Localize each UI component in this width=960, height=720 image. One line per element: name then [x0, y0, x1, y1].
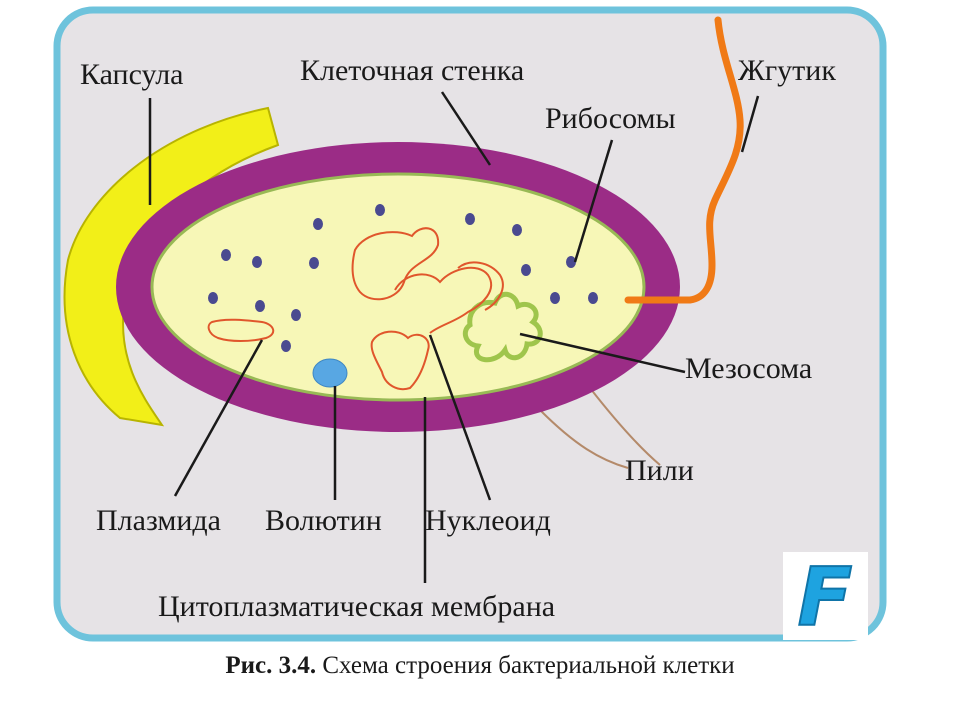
ribosome-dot — [465, 213, 475, 225]
ribosome-dot — [255, 300, 265, 312]
ribosome-dot — [566, 256, 576, 268]
label-membrane: Цитоплазматическая мембрана — [158, 590, 556, 623]
ribosome-dot — [281, 340, 291, 352]
nucleoid-shape — [351, 227, 440, 301]
ribosome-group — [208, 204, 598, 352]
label-ribosomes: Рибосомы — [545, 102, 676, 135]
ribosome-dot — [309, 257, 319, 269]
leader-line-nucleoid — [428, 334, 492, 501]
ribosome-dot — [550, 292, 560, 304]
label-flagellum: Жгутик — [738, 54, 836, 87]
leader-lines — [148, 91, 760, 583]
pili-shape — [589, 387, 661, 466]
caption-prefix: Рис. 3.4. — [225, 652, 317, 679]
label-cell-wall: Клеточная стенка — [300, 54, 525, 87]
label-volutin: Волютин — [265, 504, 382, 537]
ribosome-dot — [588, 292, 598, 304]
plasmid-shape — [207, 318, 275, 342]
pili-shape — [539, 409, 629, 469]
leader-line-cell-wall — [440, 91, 492, 166]
leader-line-mesosome — [519, 332, 686, 374]
logo-box — [783, 552, 868, 640]
ribosome-dot — [375, 204, 385, 216]
label-plasmid: Плазмида — [96, 504, 221, 537]
ribosome-dot — [221, 249, 231, 261]
flagellum-shape — [624, 16, 744, 304]
leader-line-plasmid — [173, 339, 264, 497]
volutin-granule — [312, 358, 348, 388]
nucleoid-shape — [457, 261, 504, 311]
nucleoid-shape — [394, 266, 493, 334]
nucleoid-shape — [370, 330, 430, 391]
ribosome-dot — [521, 264, 531, 276]
label-pili: Пили — [625, 454, 694, 487]
caption-text: Схема строения бактериальной клетки — [316, 652, 735, 679]
figure-caption: Рис. 3.4. Схема строения бактериальной к… — [0, 652, 960, 680]
ribosome-dot — [512, 224, 522, 236]
label-nucleoid: Нуклеоид — [425, 504, 551, 537]
leader-line-flagellum — [740, 95, 760, 153]
label-capsule: Капсула — [80, 58, 184, 91]
ribosome-dot — [291, 309, 301, 321]
ribosome-dot — [208, 292, 218, 304]
logo-letter: F — [798, 551, 853, 644]
label-mesosome: Мезосома — [685, 352, 813, 385]
leader-line-ribosomes — [573, 139, 614, 263]
ribosome-dot — [313, 218, 323, 230]
ribosome-dot — [252, 256, 262, 268]
